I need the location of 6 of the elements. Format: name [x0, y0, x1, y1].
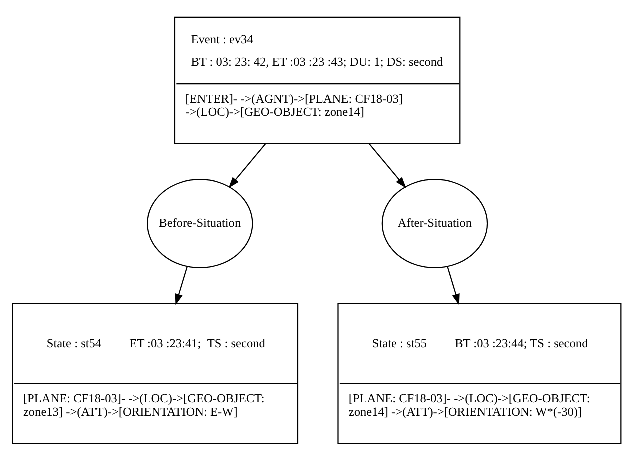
arrow	[228, 143, 266, 188]
arrow	[175, 266, 188, 305]
node-ellipse: Before-Situation	[147, 178, 254, 268]
arrow	[447, 266, 460, 305]
arrow	[368, 143, 406, 188]
node-ellipse: After-Situation	[382, 178, 488, 268]
